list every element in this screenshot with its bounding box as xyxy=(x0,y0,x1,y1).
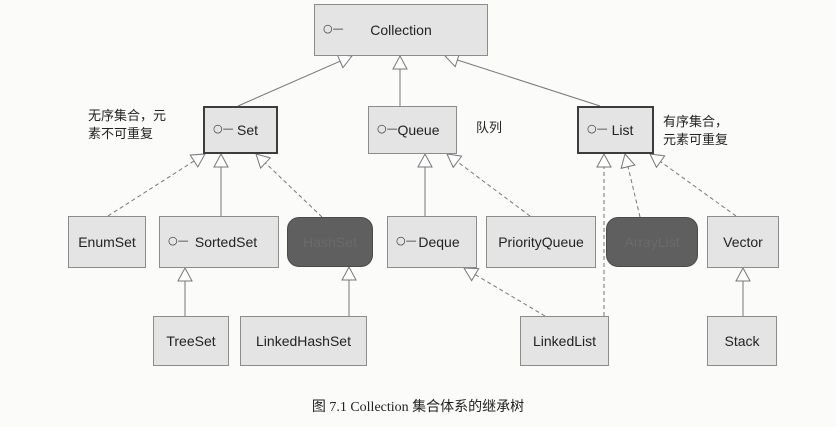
inheritance-arrow-icon xyxy=(417,152,433,168)
inheritance-arrow-icon xyxy=(649,153,666,169)
inheritance-arrow-icon xyxy=(392,54,408,70)
edge-sortedset-set xyxy=(213,152,229,216)
lollipop-icon: ○— xyxy=(213,122,234,136)
node-label: LinkedList xyxy=(532,333,597,349)
note-list-line2: 元素可重复 xyxy=(663,133,729,148)
edge-linkedlist-deque-line xyxy=(474,274,546,317)
edge-set-collection xyxy=(237,54,353,107)
edge-linkedlist-deque xyxy=(463,267,546,317)
edge-hashset-set-line xyxy=(265,162,323,218)
lollipop-icon: ○— xyxy=(168,234,189,248)
node-sortedset: ○— SortedSet xyxy=(159,216,279,268)
node-priorityqueue: PriorityQueue xyxy=(486,216,596,268)
edge-vector-list xyxy=(649,153,737,217)
note-set-line1: 无序集合，元 xyxy=(88,109,167,124)
inheritance-arrow-icon xyxy=(255,153,272,169)
node-label: ArrayList xyxy=(624,234,680,250)
node-queue: ○— Queue xyxy=(368,106,457,154)
edge-arraylist-list-line xyxy=(627,166,641,218)
node-label: Vector xyxy=(723,234,763,250)
lollipop-icon: ○— xyxy=(377,122,398,136)
node-label: HashSet xyxy=(303,234,357,250)
node-label: SortedSet xyxy=(194,234,258,250)
edge-priorityqueue-queue-line xyxy=(457,161,531,217)
inheritance-arrow-icon xyxy=(463,267,480,282)
inheritance-arrow-icon xyxy=(213,152,229,168)
node-label: List xyxy=(611,122,634,138)
edge-list-collection xyxy=(443,52,601,107)
node-label: TreeSet xyxy=(166,333,216,349)
inheritance-arrow-icon xyxy=(177,266,193,282)
edge-stack-vector xyxy=(735,266,751,316)
node-vector: Vector xyxy=(707,216,779,268)
node-stack: Stack xyxy=(707,316,777,366)
inheritance-arrow-icon xyxy=(341,265,357,281)
edge-hashset-set xyxy=(255,153,323,218)
lollipop-icon: ○— xyxy=(396,234,417,248)
node-label: Stack xyxy=(724,333,760,349)
edge-queue-collection xyxy=(392,54,408,106)
node-label: Queue xyxy=(397,122,440,138)
inheritance-arrow-icon xyxy=(735,266,751,282)
lollipop-icon: ○— xyxy=(323,22,344,36)
inheritance-arrow-icon xyxy=(620,152,636,169)
node-label: EnumSet xyxy=(78,234,136,250)
edge-treeset-sortedset xyxy=(177,266,193,316)
node-collection: ○— Collection xyxy=(314,4,488,56)
edge-set-collection-line xyxy=(237,60,341,107)
node-treeset: TreeSet xyxy=(153,316,229,366)
edge-arraylist-list xyxy=(620,152,641,218)
edge-linkedlist-list xyxy=(596,152,612,316)
figure-caption: 图 7.1 Collection 集合体系的继承树 xyxy=(311,400,525,415)
edge-linkedhashset-hashset xyxy=(341,265,357,316)
note-set: 无序集合，元 素不可重复 xyxy=(88,108,166,144)
node-set: ○— Set xyxy=(203,106,278,154)
node-label: Collection xyxy=(370,22,432,38)
edge-list-collection-line xyxy=(457,59,601,107)
node-deque: ○— Deque xyxy=(387,216,477,268)
edge-enumset-set-line xyxy=(107,160,195,217)
note-list: 有序集合， 元素可重复 xyxy=(663,114,728,150)
edge-priorityqueue-queue xyxy=(446,153,531,217)
node-list: ○— List xyxy=(577,106,654,154)
node-label: LinkedHashSet xyxy=(256,333,351,349)
inheritance-arrow-icon xyxy=(596,152,612,168)
note-set-line2: 素不可重复 xyxy=(88,127,154,142)
inheritance-arrow-icon xyxy=(446,153,463,169)
note-queue: 队列 xyxy=(476,120,502,138)
node-label: PriorityQueue xyxy=(498,234,584,250)
lollipop-icon: ○— xyxy=(587,122,608,136)
node-linkedhashset: LinkedHashSet xyxy=(240,316,367,366)
node-linkedlist: LinkedList xyxy=(520,316,609,366)
inheritance-arrow-icon xyxy=(189,153,206,168)
node-label: Set xyxy=(236,122,258,138)
node-arraylist-highlighted: ArrayList xyxy=(606,217,698,267)
node-enumset: EnumSet xyxy=(68,216,146,268)
node-label: Deque xyxy=(418,234,460,250)
note-queue-text: 队列 xyxy=(476,121,503,136)
edge-vector-list-line xyxy=(660,161,737,217)
node-hashset-highlighted: HashSet xyxy=(287,217,373,267)
edge-enumset-set xyxy=(107,153,206,217)
edge-deque-queue xyxy=(417,152,433,216)
note-list-line1: 有序集合， xyxy=(663,115,729,130)
